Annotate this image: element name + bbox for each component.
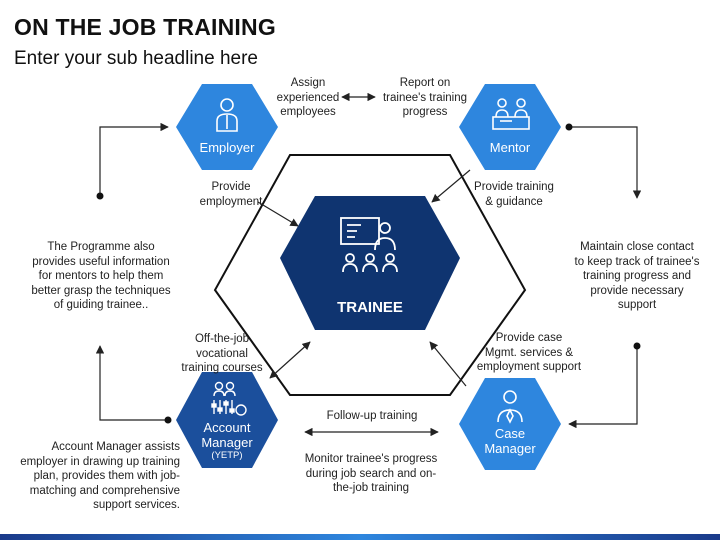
page-subtitle: Enter your sub headline here [14, 48, 258, 69]
case-manager-line2: Manager [484, 441, 536, 456]
provide-training-text: Provide training & guidance [474, 181, 554, 208]
case-services-text: Provide case Mgmt. services & employment… [476, 332, 582, 373]
right-upper-connector [569, 126, 642, 199]
right-lower-connector [568, 346, 638, 429]
account-manager-hexagon [176, 372, 278, 468]
employer-label: Employer [199, 140, 255, 155]
mentor-to-trainee-arrow [431, 169, 471, 203]
left-upper-connector [99, 122, 169, 196]
trainee-label: TRAINEE [337, 299, 403, 316]
left-lower-dot [164, 416, 172, 424]
report-text: Report on trainee's training progress [382, 77, 468, 118]
programme-text: The Programme also provides useful infor… [31, 241, 171, 311]
page-title: ON THE JOB TRAINING [14, 14, 276, 40]
trainee-classroom-icon [340, 217, 398, 273]
left-upper-dot [96, 192, 104, 200]
outer-hexagon-ring [213, 154, 527, 396]
account-to-trainee-arrow [269, 341, 311, 379]
offjob-text: Off-the-job vocational training courses [181, 333, 263, 374]
account-manager-tag: (YETP) [211, 450, 243, 461]
bottom-accent-bar [0, 534, 720, 540]
provide-employment-text: Provide employment [199, 181, 263, 208]
account-manager-line1: Account [203, 420, 251, 435]
mentor-hexagon [459, 84, 561, 170]
right-upper-dot [565, 123, 573, 131]
account-manager-icon [211, 381, 247, 416]
account-manager-label: Account Manager (YETP) [182, 420, 272, 462]
case-manager-person-icon [497, 390, 523, 424]
followup-text: Follow-up training [326, 410, 418, 422]
case-to-trainee-arrow [429, 341, 467, 387]
left-lower-connector [95, 345, 168, 421]
mentor-desk-icon [492, 98, 530, 130]
maintain-text: Maintain close contact to keep track of … [574, 241, 700, 311]
account-assists-text: Account Manager assists employer in draw… [20, 441, 180, 511]
case-manager-hexagon [459, 378, 561, 470]
mentor-label: Mentor [489, 140, 531, 155]
employer-person-icon [216, 98, 238, 132]
employer-to-trainee-arrow [257, 201, 299, 227]
trainee-hexagon [280, 196, 460, 330]
account-manager-line2: Manager [201, 435, 253, 450]
monitor-text: Monitor trainee's progress during job se… [304, 453, 438, 494]
case-manager-label: Case Manager [470, 426, 550, 456]
right-lower-dot [633, 342, 641, 350]
case-manager-line1: Case [494, 426, 526, 441]
assign-text: Assign experienced employees [276, 77, 340, 118]
